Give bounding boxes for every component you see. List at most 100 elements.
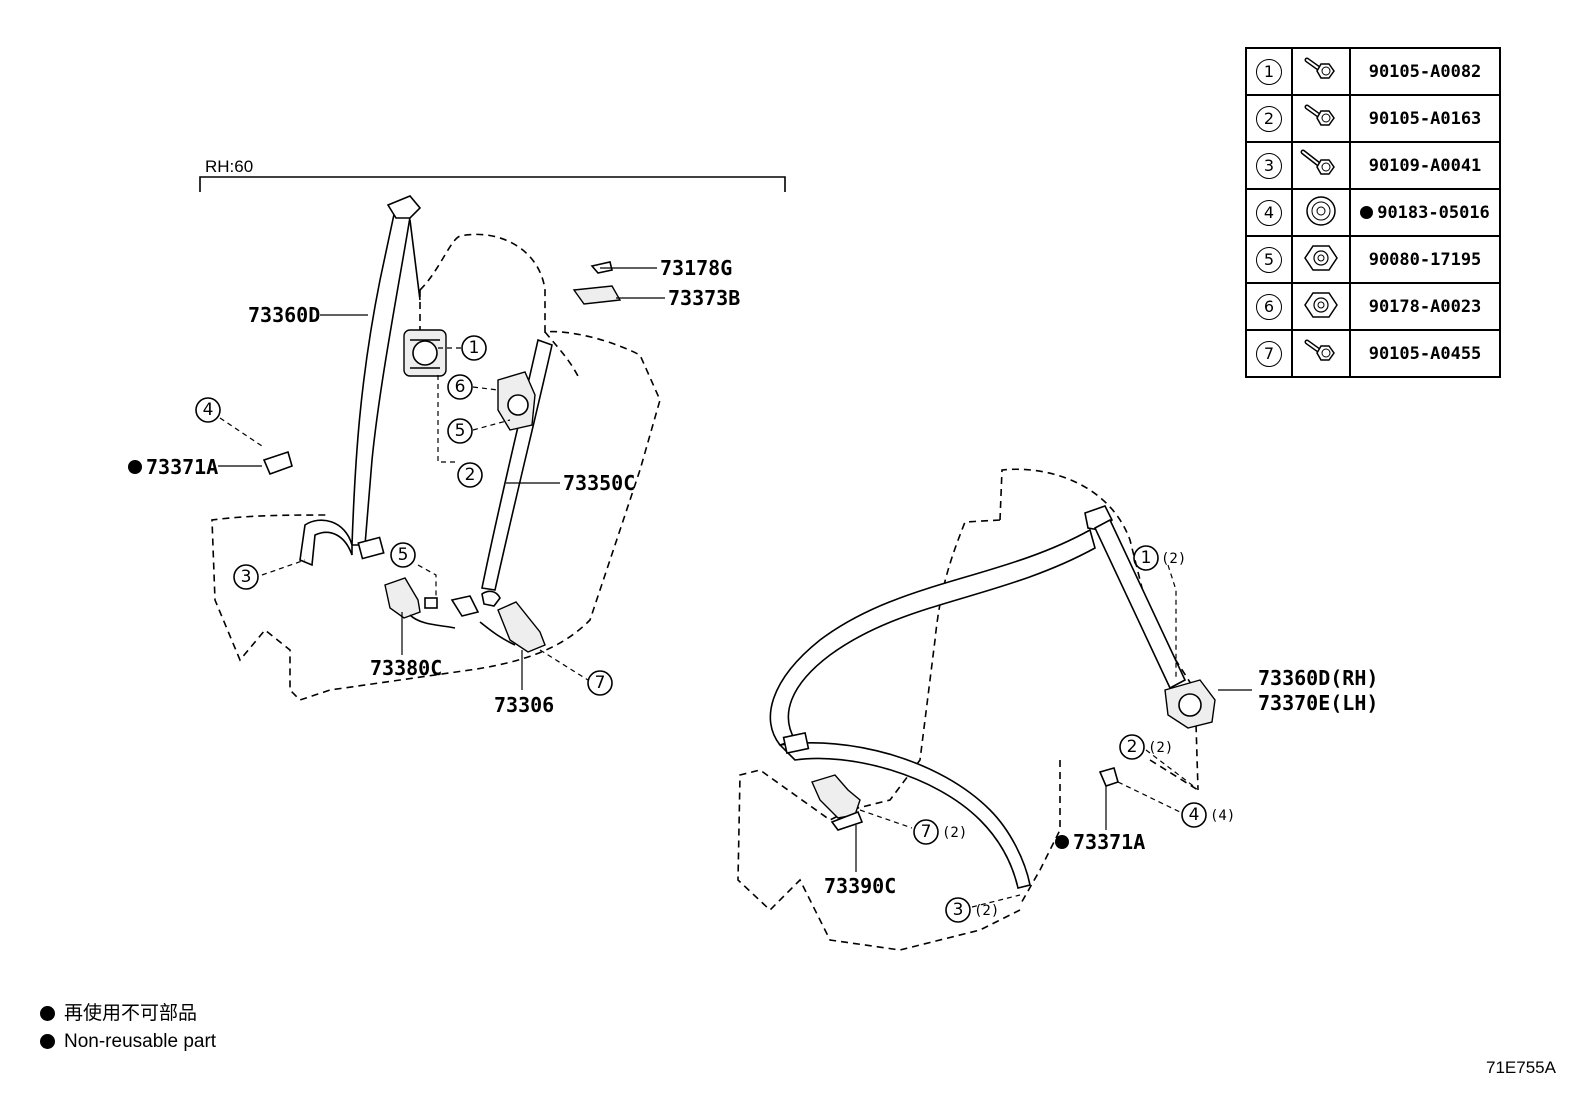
svg-text:2: 2 [465,465,476,485]
svg-text:7: 7 [921,822,932,842]
fastener-part-number-cell: 90080-17195 [1349,235,1501,284]
callout-circle-r4: 4 [1181,802,1207,828]
fastener-row: 4 90183-05016 [1245,188,1501,237]
fastener-part-number: 90109-A0041 [1368,155,1482,176]
label-73370e-lh: 73370E(LH) [1258,691,1378,715]
callout-circle-4: 4 [195,397,221,423]
qty-r7: (2) [942,825,967,841]
rh60-bracket [199,176,786,192]
svg-text:3: 3 [953,900,964,920]
fastener-index-cell: 6 [1245,282,1293,331]
legend-english: Non-reusable part [64,1031,217,1052]
label-73178g: 73178G [660,256,732,280]
figure-code: 71E755A [1486,1058,1556,1077]
fastener-icon-cell [1291,282,1351,331]
non-reusable-dot [1360,205,1374,219]
non-reusable-dot [1055,835,1069,849]
svg-text:4: 4 [1189,805,1200,825]
washer-icon [1299,195,1343,233]
bolt-icon [1299,339,1343,374]
left-assembly: RH:60 [128,157,786,717]
svg-text:3: 3 [241,567,252,587]
right-assembly: 1 (2) 2 (2) 4 (4) 7 (2) 3 (2) 73360D(RH)… [737,468,1378,951]
label-73360d-rh: 73360D(RH) [1258,666,1378,690]
fastener-index-cell: 5 [1245,235,1293,284]
fastener-part-number-cell: 90105-A0455 [1349,329,1501,378]
svg-text:5: 5 [455,421,466,441]
callout-circle-3: 3 [233,564,259,590]
part-73373b-shape [572,285,622,305]
nut-icon [1299,244,1343,280]
buckle-73390c [811,774,864,831]
belt-73360d [351,204,413,546]
svg-text:5: 5 [398,545,409,565]
fastener-index: 1 [1256,58,1282,85]
fastener-icon-cell [1291,329,1351,378]
retractor-right [1164,679,1216,729]
fastener-row: 5 90080-17195 [1245,235,1501,284]
fastener-icon-cell [1291,141,1351,190]
callout-circle-5: 5 [447,418,473,444]
non-reusable-dot [128,460,142,474]
legend: 再使用不可部品 Non-reusable part [40,1000,216,1056]
fastener-row: 6 90178-A0023 [1245,282,1501,331]
fastener-part-number-cell: 90105-A0082 [1349,47,1501,96]
svg-text:6: 6 [455,377,466,397]
fastener-part-number-cell: 90105-A0163 [1349,94,1501,143]
fastener-index: 4 [1256,199,1282,226]
fastener-part-number: 90178-A0023 [1368,296,1482,317]
label-73390c: 73390C [824,874,896,898]
svg-text:2: 2 [1127,737,1138,757]
buckle-73306 [450,590,546,653]
fastener-icon-cell [1291,47,1351,96]
label-73373b: 73373B [668,286,740,310]
buckle-73380c [384,577,456,629]
svg-text:7: 7 [595,673,606,693]
fastener-part-number: 90105-A0163 [1368,108,1482,129]
fastener-part-number: 90105-A0082 [1368,61,1482,82]
label-73371a-right: 73371A [1073,830,1145,854]
fastener-part-number-cell: 90178-A0023 [1349,282,1501,331]
fastener-index: 2 [1256,105,1282,132]
label-73380c: 73380C [370,656,442,680]
qty-r3: (2) [974,903,999,919]
long-bolt-icon [1299,149,1343,186]
fastener-index-cell: 1 [1245,47,1293,96]
fastener-icon-cell [1291,235,1351,284]
qty-r1: (2) [1161,551,1186,567]
bolt-icon [1299,57,1343,92]
non-reusable-dot [40,1034,55,1049]
fastener-index-cell: 7 [1245,329,1293,378]
callout-circle-6: 6 [447,374,473,400]
fastener-index: 6 [1256,293,1282,320]
fastener-part-number: 90080-17195 [1368,249,1482,270]
nut-icon [1299,291,1343,327]
part-73371a-left-shape [262,450,293,476]
fastener-part-number-cell: 90109-A0041 [1349,141,1501,190]
legend-row-english: Non-reusable part [40,1028,216,1056]
fastener-part-number: 90105-A0455 [1368,343,1482,364]
fastener-index: 3 [1256,152,1282,179]
callout-circle-r2: 2 [1119,734,1145,760]
callout-circle-r1: 1 [1133,545,1159,571]
seat-outline-right [737,468,1199,951]
belt-73360d-73370e [769,528,1096,746]
fastener-row: 7 90105-A0455 [1245,329,1501,378]
fastener-index: 7 [1256,340,1282,367]
label-73360d: 73360D [248,303,320,327]
fastener-index-cell: 4 [1245,188,1293,237]
fastener-icon-cell [1291,94,1351,143]
bolt-icon [1299,104,1343,139]
svg-text:4: 4 [203,400,214,420]
callout-circle-r7: 7 [913,819,939,845]
fastener-index: 5 [1256,246,1282,273]
group-label: RH:60 [205,157,253,176]
svg-text:1: 1 [469,338,480,358]
qty-r4: (4) [1210,808,1235,824]
fastener-part-number: 90183-05016 [1377,202,1490,223]
non-reusable-dot [40,1006,55,1021]
fastener-row: 1 90105-A0082 [1245,47,1501,96]
fastener-part-number-cell: 90183-05016 [1349,188,1501,237]
qty-r2: (2) [1148,740,1173,756]
